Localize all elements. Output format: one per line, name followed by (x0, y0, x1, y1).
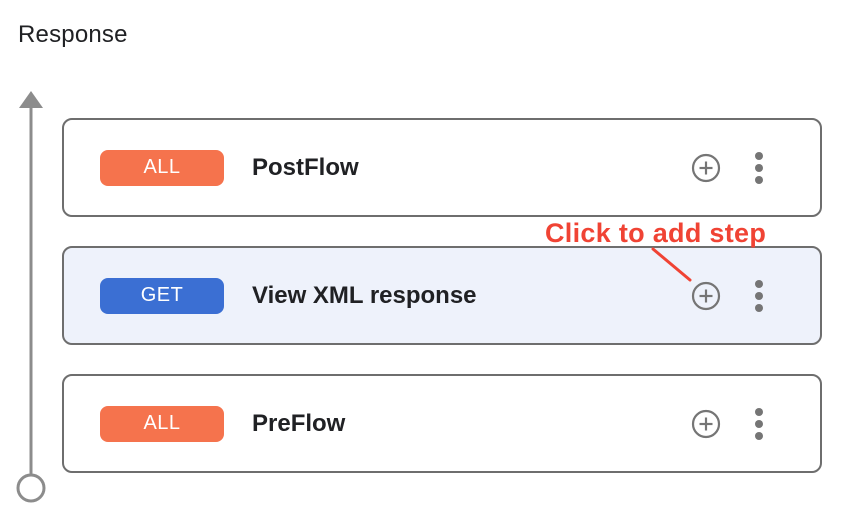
flow-card-label: PostFlow (252, 153, 359, 181)
add-step-button[interactable] (691, 153, 721, 183)
flow-card-label: View XML response (252, 281, 477, 309)
flow-direction-arrow-icon (16, 91, 46, 503)
method-badge: ALL (100, 405, 224, 442)
plus-circle-icon (691, 409, 721, 438)
flow-card-label: PreFlow (252, 409, 346, 437)
add-step-button[interactable] (691, 409, 721, 439)
method-badge: ALL (100, 149, 224, 186)
more-options-button[interactable] (754, 151, 764, 185)
more-options-button[interactable] (754, 279, 764, 313)
more-options-button[interactable] (754, 407, 764, 441)
flow-card-preflow[interactable]: ALL PreFlow (62, 374, 822, 473)
more-vertical-icon (755, 151, 763, 184)
section-title: Response (18, 21, 128, 48)
flow-card-view-xml-response[interactable]: GET View XML response (62, 246, 822, 345)
annotation-text: Click to add step (545, 218, 767, 248)
more-vertical-icon (755, 407, 763, 440)
flow-card-postflow[interactable]: ALL PostFlow (62, 118, 822, 217)
more-vertical-icon (755, 279, 763, 312)
plus-circle-icon (691, 153, 721, 182)
method-badge: GET (100, 277, 224, 314)
add-step-button[interactable] (691, 281, 721, 311)
plus-circle-icon (691, 281, 721, 310)
